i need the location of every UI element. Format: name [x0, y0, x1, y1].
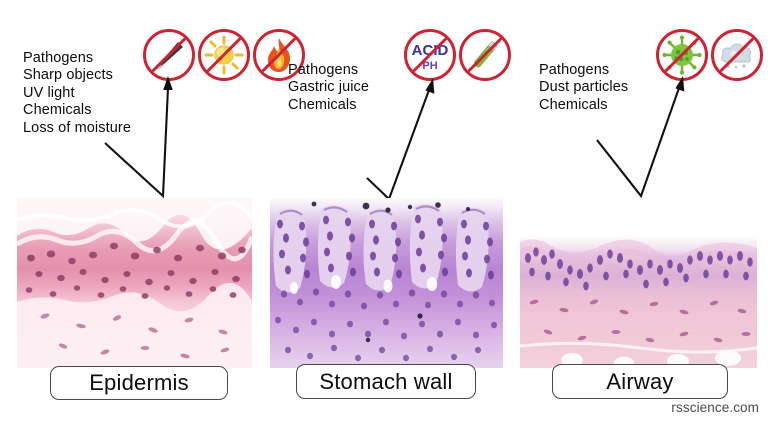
- epidermis-histology-image: [17, 198, 252, 368]
- hazard-list-airway: Pathogens Dust particles Chemicals: [539, 62, 628, 114]
- caption-label: Airway: [606, 368, 674, 394]
- no-sharp-objects-icon: [143, 29, 195, 81]
- hazard-list-stomach: Pathogens Gastric juice Chemicals: [288, 62, 369, 114]
- ph-label: PH: [422, 60, 437, 72]
- hazard-item: Pathogens: [23, 50, 94, 66]
- icon-row-stomach: ACID PH: [404, 29, 511, 81]
- no-uv-light-icon: [198, 29, 250, 81]
- hazard-item: Pathogens: [539, 62, 610, 78]
- hazard-item: Dust particles: [539, 79, 629, 96]
- hazard-item: Gastric juice: [288, 79, 370, 96]
- caption-label: Stomach wall: [319, 368, 453, 394]
- hazard-item: UV light: [23, 84, 75, 101]
- hazard-item: Sharp objects: [23, 67, 113, 84]
- caption-stomach-wall: Stomach wall: [296, 364, 476, 399]
- hazard-item: Chemicals: [288, 96, 357, 113]
- no-acid-icon: ACID PH: [404, 29, 456, 81]
- no-pathogens-icon: [656, 29, 708, 81]
- caption-epidermis: Epidermis: [50, 366, 228, 400]
- acid-label: ACID: [412, 42, 449, 59]
- hazard-item: Pathogens: [288, 62, 359, 78]
- icon-row-airway: [656, 29, 763, 81]
- caption-airway: Airway: [552, 364, 728, 399]
- hazard-list-epidermis: Pathogens Sharp objects UV light Chemica…: [23, 50, 131, 137]
- hazard-item: Chemicals: [539, 96, 608, 113]
- stomach-wall-histology-image: [270, 198, 503, 368]
- hazard-item: Chemicals: [23, 102, 92, 119]
- caption-label: Epidermis: [89, 370, 189, 395]
- icon-row-epidermis: [143, 29, 305, 81]
- watermark: rsscience.com: [671, 400, 759, 415]
- no-dust-particles-icon: [711, 29, 763, 81]
- airway-histology-image: [520, 198, 757, 368]
- no-chemicals-icon: [459, 29, 511, 81]
- hazard-item: Loss of moisture: [23, 119, 131, 136]
